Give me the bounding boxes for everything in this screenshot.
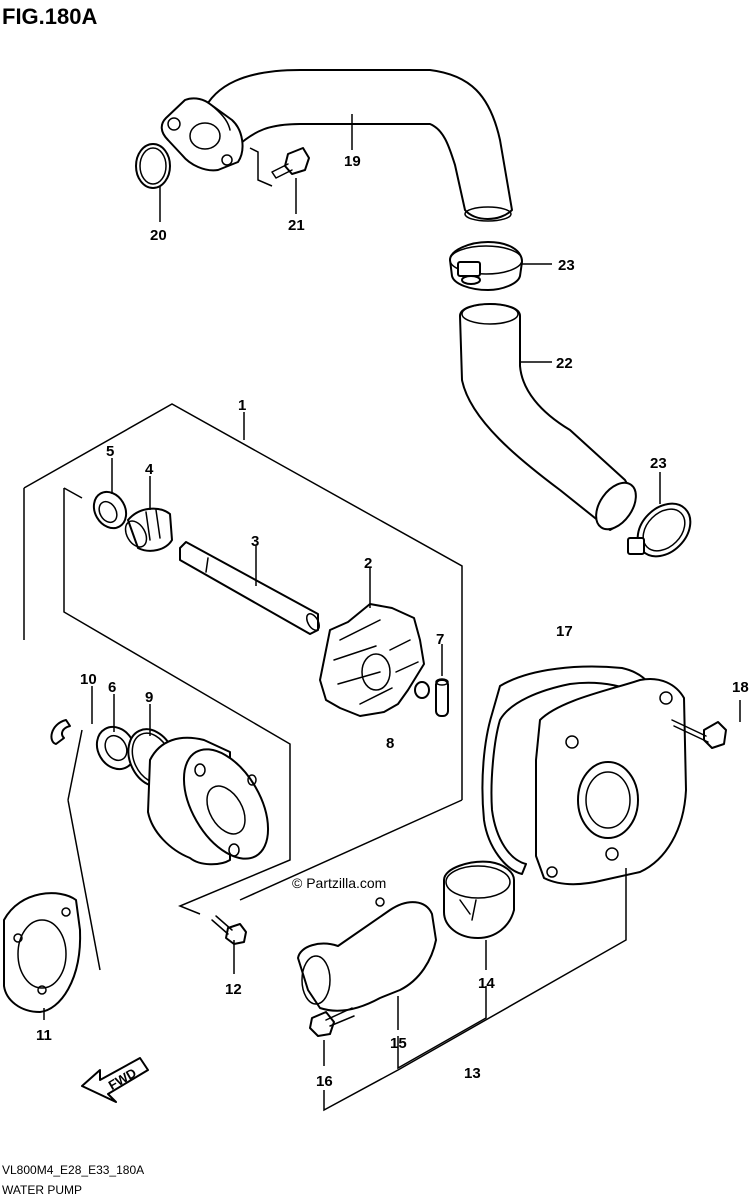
callout-9: 9 xyxy=(145,689,153,706)
leader-lines xyxy=(43,114,741,1066)
callout-11: 11 xyxy=(36,1027,52,1044)
part-23-hose-clamp-upper[interactable] xyxy=(449,241,523,291)
part-14-thermostat[interactable] xyxy=(443,860,515,939)
part-15-water-outlet[interactable] xyxy=(297,897,437,1012)
callout-14: 14 xyxy=(478,975,495,992)
part-8-o-ring[interactable] xyxy=(414,681,430,699)
callout-5: 5 xyxy=(106,443,114,460)
assembly-13-outline xyxy=(323,868,627,1112)
callout-8: 8 xyxy=(386,735,394,752)
callout-6: 6 xyxy=(108,679,116,696)
part-18-bolt[interactable] xyxy=(671,719,727,749)
callout-20: 20 xyxy=(150,227,167,244)
part-2-impeller[interactable] xyxy=(319,603,425,717)
callout-12: 12 xyxy=(225,981,242,998)
part-4-mechanical-seal[interactable] xyxy=(121,507,173,552)
part-12-bolt[interactable] xyxy=(211,915,247,945)
callouts: 1 2 3 4 5 6 7 8 9 10 11 12 13 14 15 16 1… xyxy=(36,153,749,1090)
watermark: © Partzilla.com xyxy=(292,875,386,891)
water-pump-cover[interactable] xyxy=(535,678,687,886)
callout-10: 10 xyxy=(80,671,97,688)
assembly-1-inner-top xyxy=(63,487,83,499)
leader-21-bracket xyxy=(249,147,273,187)
part-3-impeller-shaft[interactable] xyxy=(179,541,322,635)
callout-21: 21 xyxy=(288,217,305,234)
callout-1: 1 xyxy=(238,397,246,414)
assembly-1-inner xyxy=(63,488,291,915)
part-16-bolt[interactable] xyxy=(309,1007,355,1037)
assembly-13-inner xyxy=(397,986,487,1070)
callout-13: 13 xyxy=(464,1065,481,1082)
figure-title: FIG.180A xyxy=(2,4,97,29)
figure-code: VL800M4_E28_E33_180A xyxy=(2,1163,144,1177)
leader-11-guide xyxy=(67,729,101,971)
part-11-gasket[interactable] xyxy=(3,892,82,1013)
figure-name: WATER PUMP xyxy=(2,1183,82,1197)
callout-18: 18 xyxy=(732,679,749,696)
part-19-water-pipe[interactable] xyxy=(160,69,513,222)
water-pump-body[interactable] xyxy=(147,735,285,873)
callout-2: 2 xyxy=(364,555,372,572)
callout-3: 3 xyxy=(251,533,259,550)
assembly-1-bottom xyxy=(239,799,463,901)
part-5-oil-seal[interactable] xyxy=(88,486,133,534)
callout-22: 22 xyxy=(556,355,573,372)
callout-17: 17 xyxy=(556,623,573,640)
callout-4: 4 xyxy=(145,461,154,478)
callout-15: 15 xyxy=(390,1035,407,1052)
callout-23-upper: 23 xyxy=(558,257,575,274)
part-10-circlip[interactable] xyxy=(50,719,71,745)
assembly-1-outline xyxy=(23,403,463,800)
callout-7: 7 xyxy=(436,631,444,648)
callout-19: 19 xyxy=(344,153,361,170)
part-7-pin[interactable] xyxy=(435,678,449,717)
part-20-o-ring[interactable] xyxy=(135,143,171,189)
part-21-bolt[interactable] xyxy=(271,147,310,179)
callout-16: 16 xyxy=(316,1073,333,1090)
part-23-hose-clamp-lower[interactable] xyxy=(627,493,701,567)
fwd-arrow-icon: FWD xyxy=(81,1057,149,1103)
callout-23-lower: 23 xyxy=(650,455,667,472)
part-22-hose[interactable] xyxy=(459,303,644,536)
part-6-bearing[interactable] xyxy=(89,720,142,776)
